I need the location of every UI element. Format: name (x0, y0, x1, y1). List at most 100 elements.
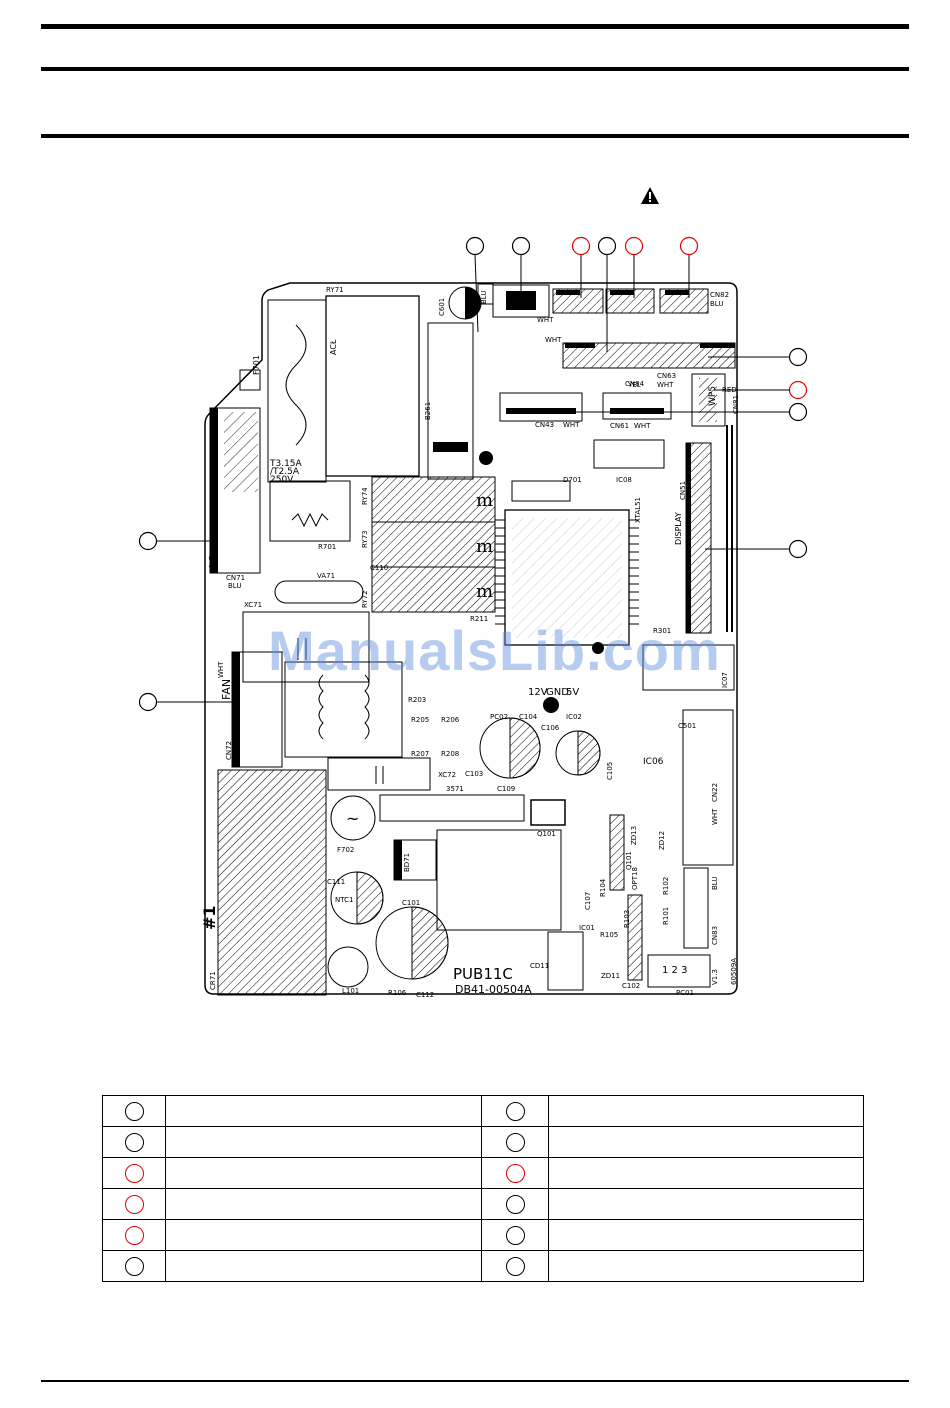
lbl-c109: C109 (497, 785, 515, 793)
lbl-display: DISPLAY (674, 512, 683, 545)
lbl-b261: B261 (424, 402, 432, 420)
legend-marker-cell (481, 1219, 549, 1251)
lbl-code: 60509A (730, 958, 738, 985)
legend-row (102, 1095, 864, 1127)
legend-marker-circle (505, 1163, 525, 1183)
legend-description (548, 1250, 864, 1282)
lbl-c103: C103 (465, 770, 483, 778)
lbl-fan: FAN (220, 679, 233, 700)
warning-icon (641, 187, 659, 204)
lbl-acsl: ACŁ (329, 339, 338, 355)
lbl-ic06: IC06 (643, 757, 664, 767)
lbl-va71: VA71 (317, 572, 335, 580)
lbl-3571: 3571 (446, 785, 464, 793)
legend-marker-cell (102, 1095, 166, 1127)
legend-marker-circle (124, 1132, 144, 1152)
lbl-ver: V1.3 (711, 969, 719, 985)
svg-text:~: ~ (346, 809, 359, 828)
svg-text:m: m (476, 581, 493, 602)
lbl-gnd: GND (546, 687, 569, 698)
legend-marker-cell (481, 1095, 549, 1127)
lbl-hash1: #1 (200, 905, 219, 930)
legend-row (102, 1126, 864, 1158)
lbl-opt18: OPT18 (631, 867, 639, 890)
lbl-r205: R205 (411, 716, 429, 724)
lbl-c601: C601 (438, 298, 446, 316)
lbl-yel: YEL (627, 381, 641, 389)
lbl-r208: R208 (441, 750, 459, 758)
legend-description (165, 1126, 482, 1158)
lbl-r101: R101 (662, 907, 670, 925)
lbl-xc71: XC71 (244, 601, 262, 609)
lbl-r211: R211 (470, 615, 488, 623)
lbl-fuse2: /T2.5A (270, 467, 300, 477)
legend-description (165, 1188, 482, 1220)
lbl-r206: R206 (441, 716, 460, 724)
lbl-wht-cn22: WHT (711, 808, 719, 825)
legend-marker-circle (124, 1194, 144, 1214)
pcb-diagram: m m m (138, 187, 808, 999)
lbl-cn22: CN22 (711, 783, 719, 802)
lbl-5v: 5V (566, 687, 579, 698)
legend-description (165, 1250, 482, 1282)
lbl-cr71: CR71 (209, 971, 217, 990)
lbl-cn43: CN43 (535, 421, 554, 429)
legend-description (165, 1219, 482, 1251)
lbl-pub: PUB11C (453, 965, 513, 983)
lbl-c101: C101 (402, 899, 420, 907)
legend-marker-circle (505, 1132, 525, 1152)
svg-text:m: m (476, 490, 493, 511)
lbl-blu-top: BLU (480, 291, 488, 304)
legend-table (102, 1095, 864, 1282)
lbl-fuse1: T3.15A (269, 459, 303, 469)
legend-marker-circle (505, 1194, 525, 1214)
lbl-ry72: RY72 (361, 590, 369, 608)
legend-marker-circle (505, 1101, 525, 1121)
section-rule (41, 134, 909, 138)
lbl-r103: R103 (623, 910, 631, 928)
lbl-c104: C104 (519, 713, 538, 721)
top-thin-rule (41, 67, 909, 71)
lbl-xtal51: XTAL51 (634, 497, 642, 523)
lbl-ic01: IC01 (579, 924, 595, 932)
lbl-pc02: PC02 (490, 713, 508, 721)
lbl-cn63: CN63 (657, 372, 676, 380)
legend-description (548, 1095, 864, 1127)
legend-row (102, 1157, 864, 1189)
legend-description (548, 1219, 864, 1251)
lbl-pin123: 1 2 3 (662, 965, 687, 976)
lbl-fuse3: 250V (270, 475, 294, 485)
lbl-blu-cn71: BLU (228, 582, 241, 590)
lbl-zd11: ZD11 (601, 972, 620, 980)
legend-marker-circle (505, 1256, 525, 1276)
legend-description (548, 1157, 864, 1189)
top-thick-rule (41, 24, 909, 29)
lbl-cn84: CN84 (625, 380, 645, 388)
lbl-wht-a: WHT (537, 316, 554, 324)
lbl-c105: C105 (606, 762, 614, 780)
legend-marker-cell (102, 1126, 166, 1158)
lbl-partno: DB41-00504A (455, 983, 532, 996)
callout-circles-top (465, 236, 699, 256)
svg-text:m: m (476, 536, 493, 557)
lbl-blu-cn82: BLU (710, 300, 723, 308)
legend-marker-cell (102, 1157, 166, 1189)
legend-row (102, 1219, 864, 1251)
lbl-wp5: WP5 (708, 386, 718, 406)
lbl-f701: F701 (252, 355, 261, 375)
lbl-cn81: CN81 (732, 395, 740, 414)
lbl-c102: C102 (622, 982, 640, 990)
legend-marker-circle (124, 1101, 144, 1121)
legend-marker-circle (124, 1163, 144, 1183)
lbl-pc01: PC01 (676, 989, 694, 997)
lbl-wht-b: WHT (545, 336, 562, 344)
legend-marker-cell (102, 1219, 166, 1251)
legend-marker-circle (505, 1225, 525, 1245)
lbl-r105: R105 (600, 931, 618, 939)
lbl-cn83: CN83 (711, 926, 719, 945)
legend-marker-cell (481, 1157, 549, 1189)
legend-marker-cell (102, 1188, 166, 1220)
lbl-ac: AC (207, 555, 220, 570)
lbl-c501: C501 (678, 722, 696, 730)
legend-marker-cell (102, 1250, 166, 1282)
